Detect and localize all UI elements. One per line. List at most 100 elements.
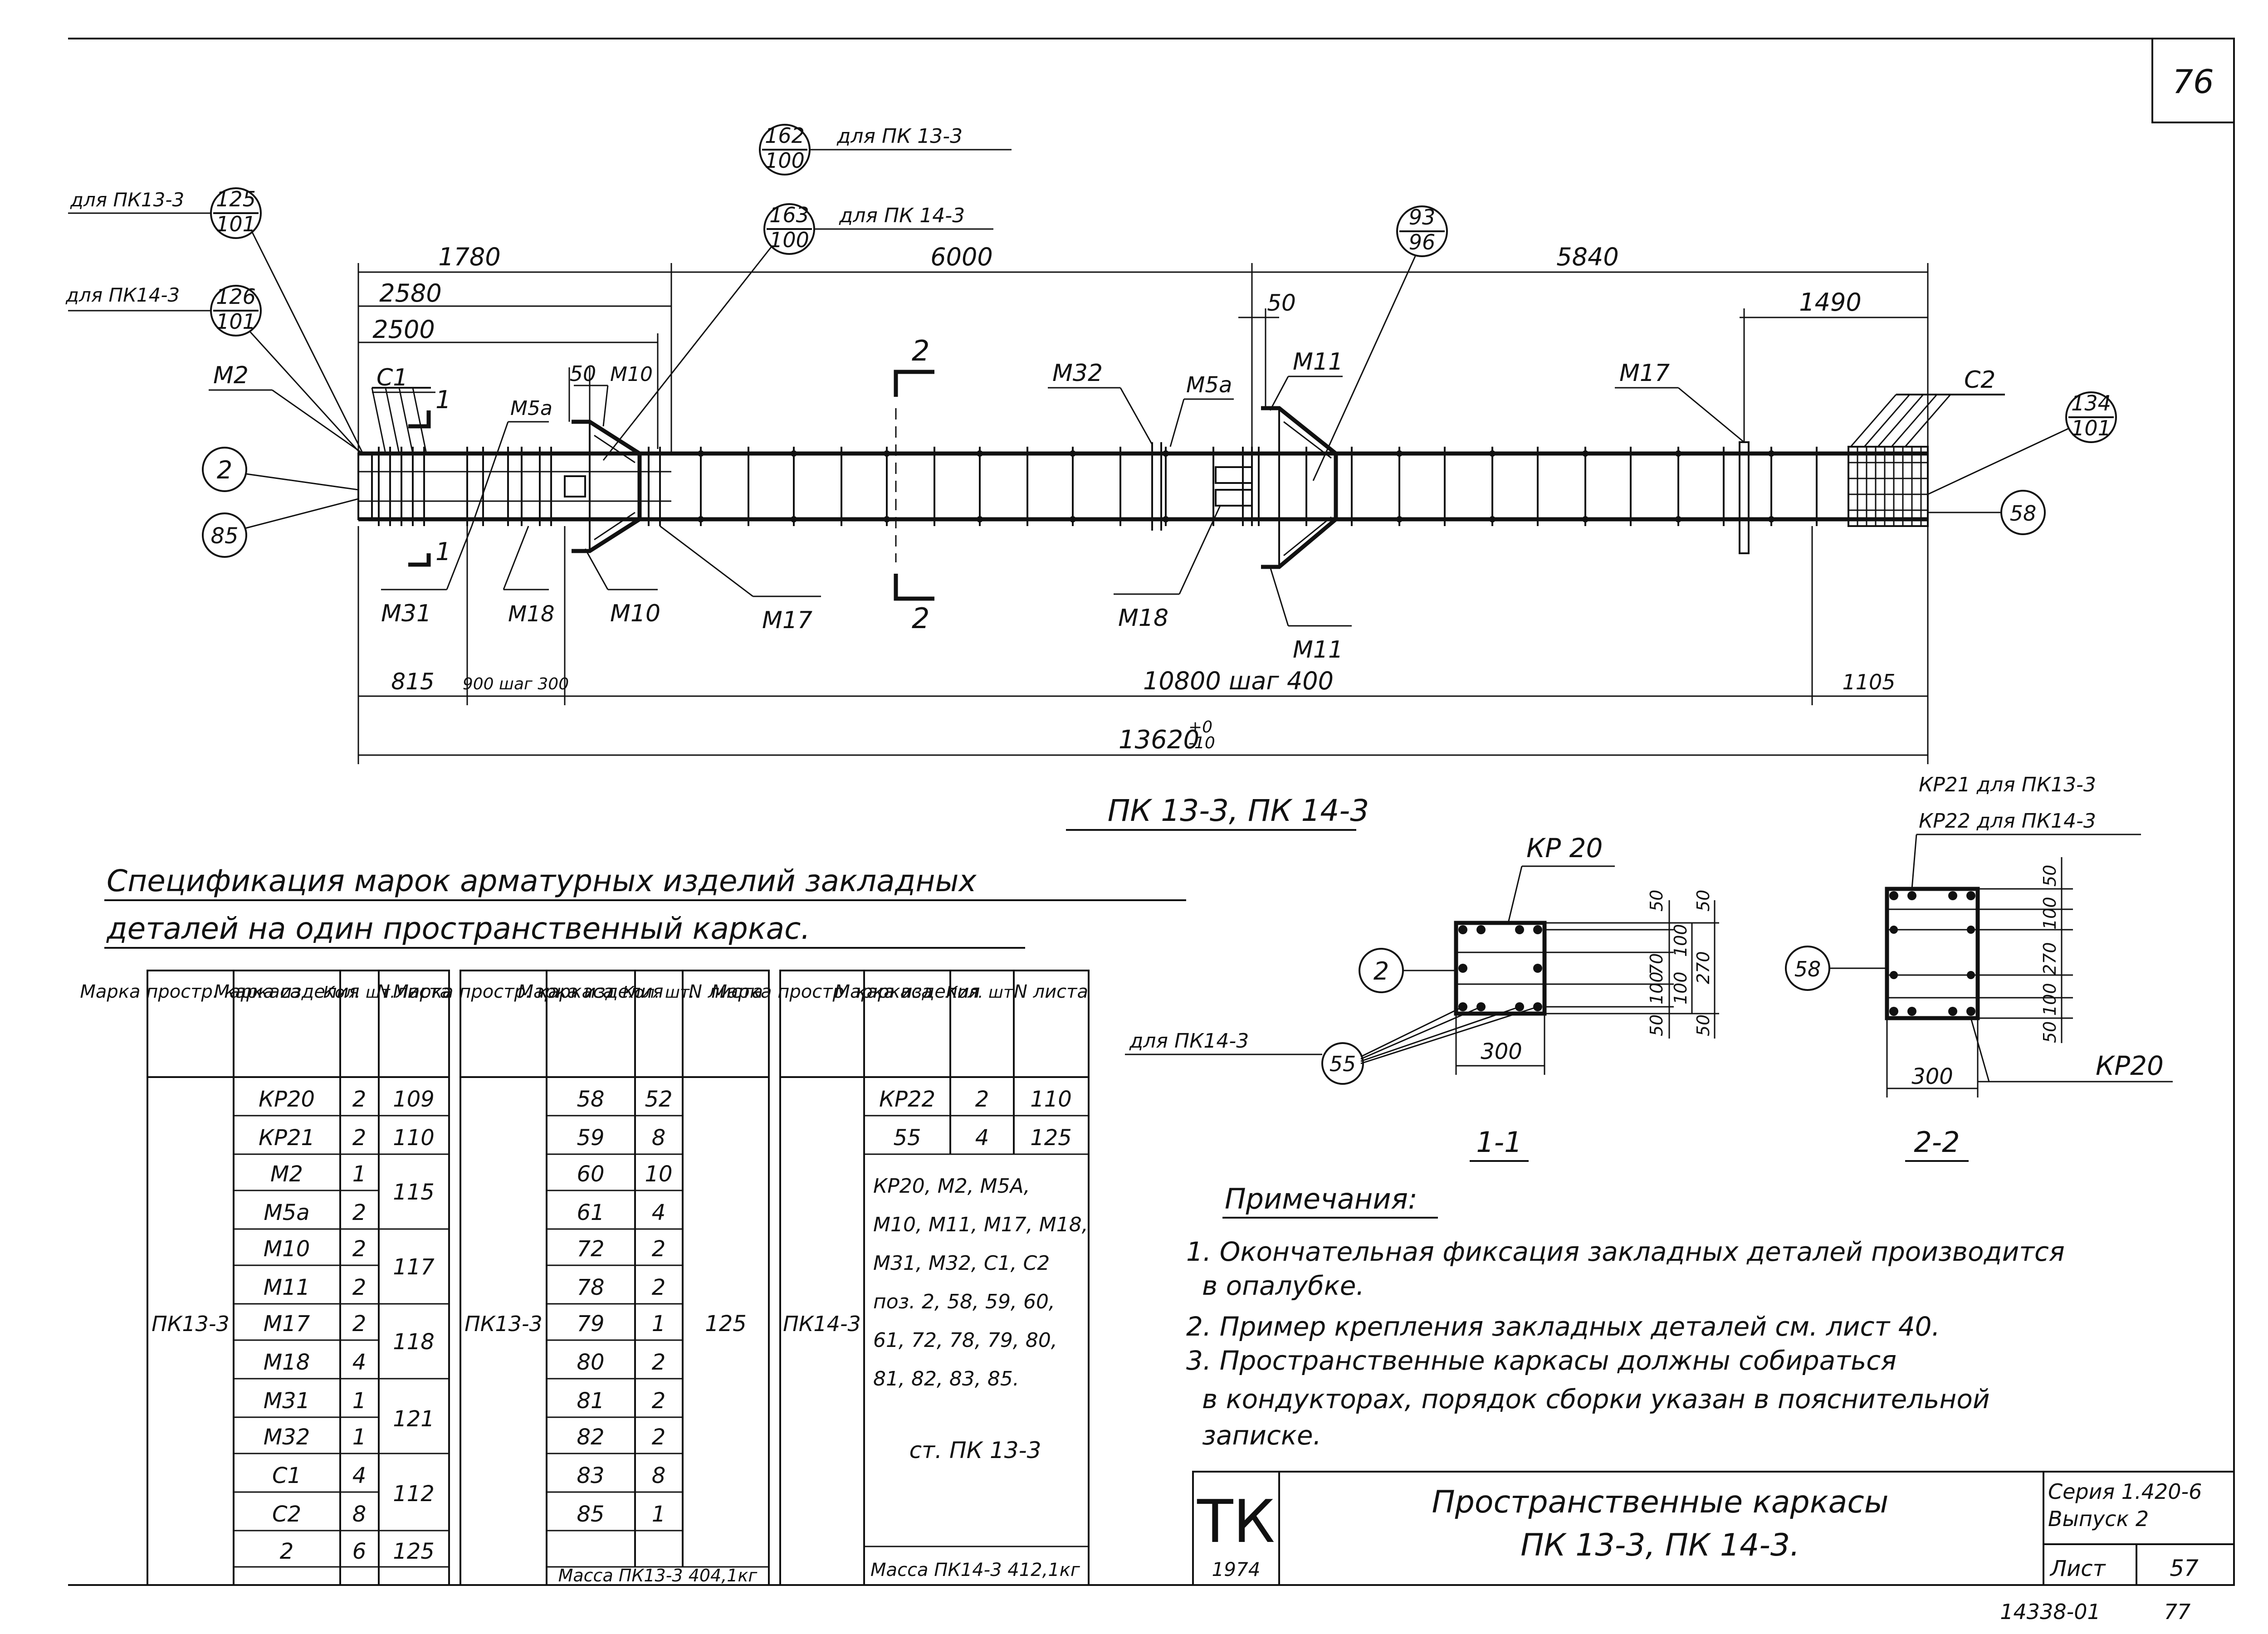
right-embedded-part	[1215, 406, 1338, 569]
spec-table-2: Марка простр. каркаса Марка изделия Кол.…	[393, 970, 770, 1586]
stamp-sheet-label: Лист	[2049, 1556, 2107, 1581]
t2-header-item: Марка изделия	[518, 981, 664, 1002]
t2-item: 85	[577, 1502, 604, 1527]
t2-qty: 2	[652, 1424, 666, 1450]
section-2-frame-label: КР20	[2096, 1050, 2164, 1081]
t3-note-line: М31, М32, С1, С2	[873, 1252, 1050, 1275]
t1-item: М2	[270, 1161, 303, 1187]
t3-item: 55	[893, 1125, 921, 1151]
t2-qty: 8	[652, 1463, 666, 1488]
bottom-number: 77	[2164, 1600, 2191, 1624]
t1-item: М32	[264, 1424, 310, 1450]
t1-qty: 2	[352, 1125, 367, 1151]
dim-50-right: 50	[1267, 290, 1296, 316]
callout-bottom: 101	[2071, 416, 2111, 440]
t1-header-sheet: N листа	[376, 981, 451, 1002]
callout-162-100: 162 100 для ПК 13-3	[759, 123, 1012, 176]
dim-5840: 5840	[1556, 243, 1618, 271]
s1-dim-outer-50-bottom: 50	[1693, 1015, 1713, 1036]
stamp-series: Серия 1.420-6	[2048, 1479, 2202, 1504]
main-view-caption: ПК 13-3, ПК 14-3	[1108, 793, 1369, 828]
bottom-code: 14338-01	[2000, 1600, 2100, 1624]
t3-header-item: Марка изделия	[835, 981, 980, 1002]
note-line: 2. Пример крепления закладных деталей см…	[1186, 1311, 1940, 1342]
t2-qty: 52	[645, 1087, 672, 1112]
t2-qty: 2	[652, 1350, 666, 1375]
dim-1780: 1780	[438, 243, 500, 271]
s2-dim-50-top: 50	[2040, 865, 2060, 887]
t2-frame-name: ПК13-3	[464, 1312, 543, 1336]
callout-bottom: 100	[769, 228, 809, 252]
t1-item: М10	[264, 1236, 310, 1262]
t1-frame-name: ПК13-3	[152, 1312, 230, 1336]
section-2-bubble-58: 58	[1794, 957, 1821, 981]
t3-note-line: 81, 82, 83, 85.	[873, 1367, 1019, 1390]
bar-dots	[698, 450, 1774, 522]
t2-qty: 4	[652, 1200, 666, 1225]
t1-qty: 1	[352, 1388, 367, 1414]
section-1-caption: 1-1	[1476, 1126, 1522, 1159]
bubble-label: 2	[217, 456, 232, 484]
callout-bottom: 100	[765, 148, 805, 173]
t1-sheet: 115	[393, 1180, 435, 1205]
t1-sheet: 110	[393, 1125, 435, 1151]
mark-m10-bottom: М10	[610, 600, 660, 627]
t1-qty: 4	[352, 1463, 367, 1488]
t3-see: ст. ПК 13-3	[909, 1437, 1041, 1463]
callout-126-101: 126 101 для ПК14-3	[65, 284, 362, 454]
stamp-sheet-value: 57	[2170, 1555, 2199, 1581]
hatch-c1	[371, 387, 431, 454]
section-1-1: КР 20 2 55 для ПК14-3 300 50 70 100 50 1…	[1125, 833, 1719, 1162]
t3-header-sheet: N листа	[1014, 981, 1088, 1002]
s1-dim-inner-100: 100	[1647, 971, 1667, 1005]
callout-top: 126	[216, 284, 256, 309]
dim-815: 815	[391, 668, 434, 695]
section-1-mark-bottom: 1	[435, 537, 451, 566]
mark-m10-top: М10	[610, 363, 653, 386]
s1-dim-inner-50-bottom: 50	[1647, 1015, 1667, 1036]
section-1-marks	[408, 410, 431, 567]
t1-item: КР20	[259, 1087, 315, 1112]
section-2-width: 300	[1911, 1064, 1953, 1089]
s2-dim-50-bottom: 50	[2040, 1021, 2060, 1043]
t2-item: 81	[577, 1388, 604, 1414]
mark-m17-left: М17	[762, 607, 812, 634]
t1-item: КР21	[259, 1125, 315, 1151]
specification: Спецификация марок арматурных изделий за…	[80, 863, 1186, 1586]
t3-note-line: поз. 2, 58, 59, 60,	[873, 1290, 1055, 1313]
dim-total-13620: 13620	[1119, 725, 1199, 755]
s1-dim-inner-50-top: 50	[1647, 890, 1667, 912]
t1-item: С1	[272, 1463, 301, 1488]
dim-10800-step-400: 10800 шаг 400	[1143, 667, 1334, 695]
t2-item: 58	[577, 1087, 604, 1112]
t1-sheet: 109	[393, 1087, 435, 1112]
t1-qty: 2	[352, 1311, 367, 1336]
t3-frame-name: ПК14-3	[783, 1312, 861, 1336]
t2-qty: 8	[652, 1125, 666, 1151]
dim-2580: 2580	[379, 279, 441, 307]
t2-header-sheet: N листа	[689, 981, 763, 1002]
callout-top: 125	[216, 187, 256, 211]
stamp-year: 1974	[1212, 1558, 1261, 1580]
callout-bottom: 96	[1409, 230, 1436, 254]
callout-note: для ПК13-3	[70, 189, 184, 211]
s1-dim-mid-100-b: 100	[1671, 971, 1691, 1005]
title-block: ТК 1974 Пространственные каркасы ПК 13-3…	[1192, 1471, 2235, 1586]
t2-header-qty: Кол. шт.	[623, 983, 695, 1002]
s1-dim-outer-270: 270	[1693, 951, 1713, 984]
callout-125-101: 125 101 для ПК13-3	[68, 187, 364, 454]
t2-item: 72	[577, 1236, 604, 1262]
t1-qty: 4	[352, 1350, 367, 1375]
s2-dim-100-top: 100	[2040, 897, 2060, 930]
note-line: 1. Окончательная фиксация закладных дета…	[1186, 1236, 2065, 1267]
t2-item: 59	[577, 1125, 604, 1151]
callout-bottom: 101	[216, 309, 256, 334]
callout-top: 134	[2071, 391, 2111, 415]
t1-qty: 6	[352, 1539, 367, 1564]
main-view: 2 2 1 1 1780 6000 5840 2580	[65, 123, 2117, 831]
t1-item: М5а	[264, 1200, 309, 1225]
t1-header-item: Марка изделия	[214, 981, 360, 1002]
t1-sheet: 118	[393, 1329, 435, 1355]
callout-134-101: 134 101	[1927, 391, 2117, 495]
